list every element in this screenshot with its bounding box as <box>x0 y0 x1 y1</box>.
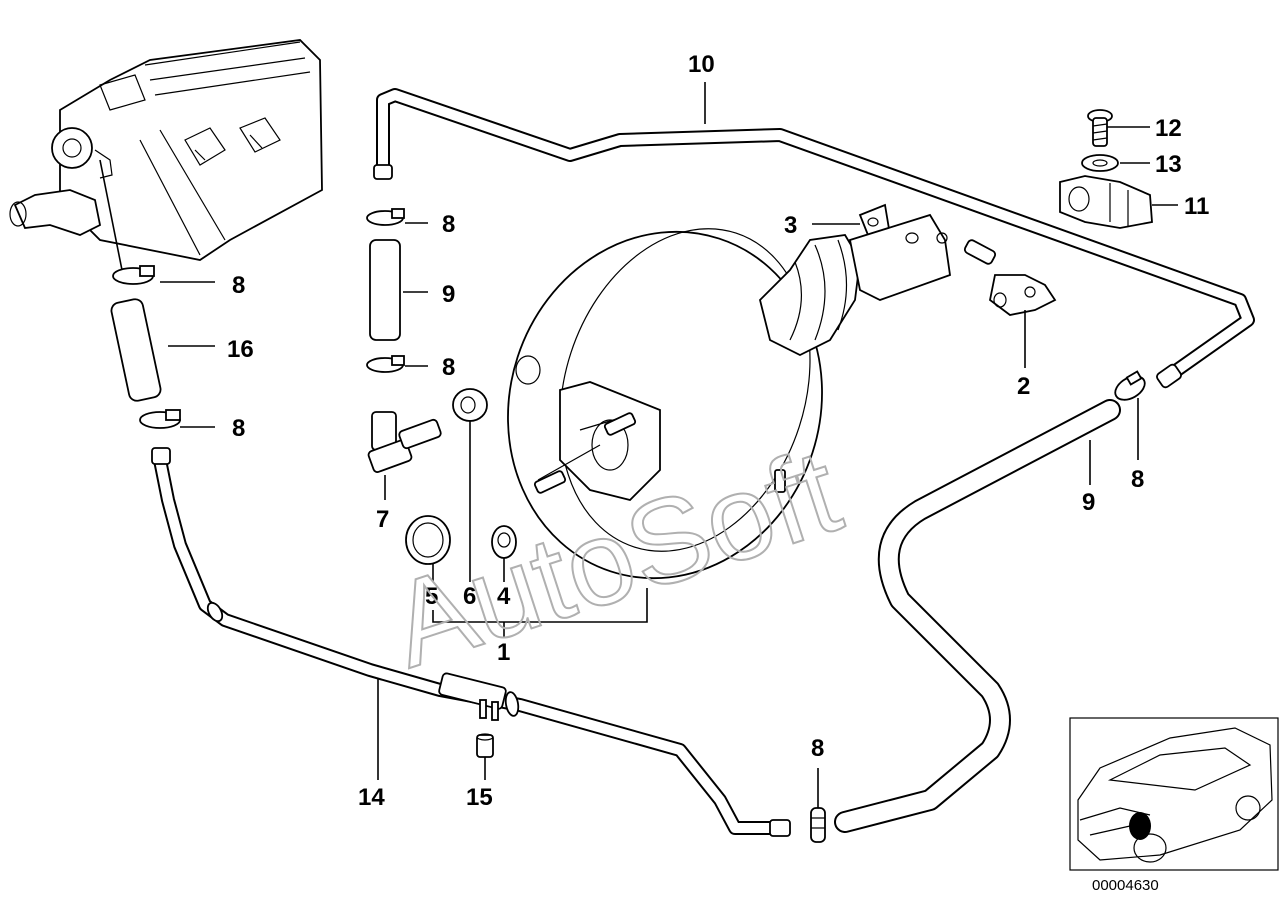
callout-9: 9 <box>442 281 455 308</box>
callout-9: 9 <box>1082 489 1095 516</box>
callout-8: 8 <box>442 354 455 381</box>
check-valve-7 <box>367 411 442 473</box>
callout-2: 2 <box>1017 373 1030 400</box>
hose-clamp-8-bottom <box>810 807 826 843</box>
callout-15: 15 <box>466 784 493 811</box>
grommet-6 <box>452 388 488 422</box>
leader-lines <box>160 82 1178 808</box>
callout-4: 4 <box>497 583 511 610</box>
vehicle-location-thumbnail <box>1069 717 1279 871</box>
callout-5: 5 <box>425 583 438 610</box>
callout-8: 8 <box>442 211 455 238</box>
callout-8: 8 <box>1131 466 1144 493</box>
vacuum-hose-9-right <box>834 399 1121 833</box>
bracket-11 <box>1059 175 1153 229</box>
callout-12: 12 <box>1155 115 1182 142</box>
callout-14: 14 <box>358 784 385 811</box>
vacuum-hose-10 <box>373 88 1255 389</box>
hose-9-assembly-middle <box>366 208 405 373</box>
callout-11: 11 <box>1184 193 1209 220</box>
washer-13 <box>1081 154 1119 172</box>
hose-clamp-8-right <box>1114 370 1146 401</box>
callout-8: 8 <box>811 735 824 762</box>
screw-12 <box>1087 109 1113 147</box>
brake-booster-1 <box>507 228 861 580</box>
callout-1: 1 <box>497 639 510 666</box>
callout-13: 13 <box>1155 151 1182 178</box>
engine-block-illustration <box>9 39 323 271</box>
callout-3: 3 <box>784 212 797 239</box>
seal-ring-5 <box>405 515 451 565</box>
diagram-code: 00004630 <box>1092 877 1159 894</box>
callout-6: 6 <box>463 583 476 610</box>
connector-15 <box>476 733 494 758</box>
callout-8: 8 <box>232 415 245 442</box>
callout-16: 16 <box>227 336 254 363</box>
clevis-fork-3 <box>848 203 951 301</box>
nut-4 <box>491 525 517 559</box>
hose-16-assembly <box>110 265 181 429</box>
callout-7: 7 <box>376 506 389 533</box>
callout-8: 8 <box>232 272 245 299</box>
clevis-pin-2 <box>963 239 1057 316</box>
vacuum-line-14 <box>151 447 791 837</box>
callout-labels: 8 16 8 8 9 8 7 5 6 4 1 3 2 10 12 13 11 9… <box>227 51 1209 811</box>
callout-10: 10 <box>688 51 715 78</box>
